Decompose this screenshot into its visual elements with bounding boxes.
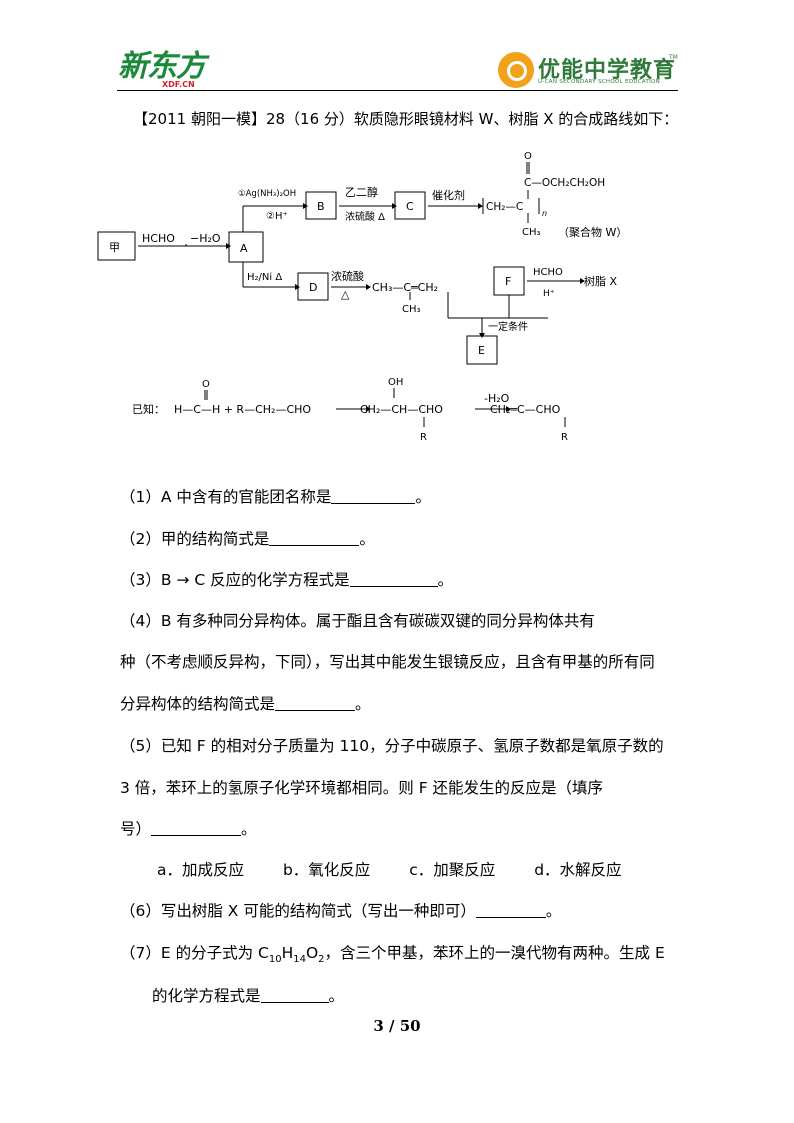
ucan-trademark: TM <box>669 54 678 61</box>
problem-intro: 【2011 朝阳一模】28（16 分）软质隐形眼镜材料 W、树脂 X 的合成路线… <box>133 110 679 128</box>
formula-sub-h: 14 <box>293 954 306 966</box>
label-minus-h2o: −H₂O <box>190 232 221 245</box>
known-label: 已知： <box>132 402 165 416</box>
option-a: a．加成反应 <box>157 861 244 879</box>
answer-blank-7[interactable] <box>260 987 329 1003</box>
option-d: d．水解反应 <box>534 861 622 879</box>
box-jia <box>97 231 136 261</box>
label-hcho: HCHO <box>142 232 175 245</box>
ucan-logo-text: 优能中学教育 <box>538 58 677 83</box>
poly-ch3: CH₃ <box>522 227 541 238</box>
page-number: 3 / 50 <box>373 1017 421 1035</box>
header-rule <box>117 90 678 91</box>
period-3: 。 <box>437 571 454 589</box>
label-step1: ①Ag(NH₃)₂OH <box>238 189 296 199</box>
question-2-text: （2）甲的结构简式是 <box>120 530 270 548</box>
answer-blank-2[interactable] <box>269 530 360 546</box>
known-r1: R <box>420 432 427 443</box>
answer-blank-5[interactable] <box>151 820 242 836</box>
label-a: A <box>240 242 248 255</box>
question-5-line-3-text: 号） <box>120 820 152 838</box>
period-4: 。 <box>355 695 371 713</box>
question-7-line-2: 的化学方程式是 。 <box>152 984 344 1006</box>
label-c: C <box>406 200 414 213</box>
xdf-logo-text: 新东方 <box>118 49 206 84</box>
question-4-line-3-text: 分异构体的结构简式是 <box>120 695 276 713</box>
formula-h: H <box>281 944 294 962</box>
ucan-logo: 优能中学教育 TM U-CAN SECONDARY SCHOOL EDUCATI… <box>498 52 678 88</box>
ucan-logo-english: U-CAN SECONDARY SCHOOL EDUCATION <box>538 79 661 85</box>
question-5-line-1: （5）已知 F 的相对分子质量为 110，分子中碳原子、氢原子数都是氧原子数的 <box>120 737 664 755</box>
formula-sub-c: 10 <box>268 954 282 966</box>
label-d: D <box>309 281 317 294</box>
label-resin-x: 树脂 X <box>584 274 617 288</box>
poly-o: O <box>524 151 532 162</box>
xdf-logo: 新东方 XDF.CN <box>118 49 206 90</box>
poly-chain: CH₂—C <box>486 201 523 213</box>
question-7-text-b: ，含三个甲基，苯环上的一溴代物有两种。生成 E <box>324 944 665 962</box>
period-6: 。 <box>545 902 562 920</box>
label-delta: △ <box>341 288 350 301</box>
label-alkene-ch3: CH₃ <box>402 304 421 315</box>
question-1-text: （1）A 中含有的官能团名称是 <box>120 488 332 506</box>
known-reactants: H—C—H + R—CH₂—CHO <box>174 403 311 416</box>
question-6-text: （6）写出树脂 X 可能的结构简式（写出一种即可） <box>120 902 476 920</box>
question-5-options: a．加成反应 b．氧化反应 c．加聚反应 d．水解反应 <box>157 858 656 880</box>
reaction-scheme-svg: 甲 HCHO −H₂O A B C D F E ①Ag(NH₃)₂OH ②H⁺ … <box>97 151 627 443</box>
label-e: E <box>478 344 485 357</box>
question-7-text-a: （7）E 的分子式为 C <box>120 944 269 962</box>
reaction-scheme: 甲 HCHO −H₂O A B C D F E ①Ag(NH₃)₂OH ②H⁺ … <box>90 140 690 464</box>
question-7-line-2-text: 的化学方程式是 <box>152 987 261 1005</box>
poly-label: （聚合物 W） <box>558 225 627 239</box>
formula-o: O <box>305 944 319 962</box>
period-1: 。 <box>415 488 431 506</box>
answer-blank-6[interactable] <box>475 902 546 918</box>
label-conc-h2so4: 浓硫酸 Δ <box>345 210 385 223</box>
ucan-badge-icon <box>498 52 534 88</box>
period-7: 。 <box>328 987 345 1005</box>
label-f: F <box>505 275 511 288</box>
question-4-line-1: （4）B 有多种同分异构体。属于酯且含有碳碳双键的同分异构体共有 <box>120 612 595 630</box>
question-1: （1）A 中含有的官能团名称是 。 <box>120 485 431 507</box>
poly-n: n <box>542 209 547 218</box>
label-glycol: 乙二醇 <box>345 185 378 199</box>
label-b: B <box>317 200 325 213</box>
question-4-line-3: 分异构体的结构简式是 。 <box>120 692 371 714</box>
known-minus-h2o: -H₂O <box>484 392 510 405</box>
period-5: 。 <box>241 820 257 838</box>
answer-blank-1[interactable] <box>331 488 416 504</box>
label-catalyst: 催化剂 <box>432 188 465 202</box>
label-h2ni: H₂/Ni Δ <box>247 272 282 283</box>
option-c: c．加聚反应 <box>409 861 496 879</box>
period-2: 。 <box>359 530 375 548</box>
label-f-hcho: HCHO <box>533 267 563 278</box>
label-step2: ②H⁺ <box>266 211 288 222</box>
known-r2: R <box>561 432 568 443</box>
known-o: O <box>202 379 210 390</box>
question-5-line-3: 号） 。 <box>120 817 257 839</box>
question-2: （2）甲的结构简式是 。 <box>120 527 375 549</box>
formula-sub-o: 2 <box>318 954 325 966</box>
label-conc-h2so4-b: 浓硫酸 <box>331 269 364 283</box>
known-oh: OH <box>388 377 403 388</box>
question-7-line-1: （7）E 的分子式为 C10H14O2，含三个甲基，苯环上的一溴代物有两种。生成… <box>120 941 665 965</box>
known-product: CH₂═C—CHO <box>490 403 561 416</box>
known-mid: CH₂—CH—CHO <box>360 403 443 416</box>
option-b: b．氧化反应 <box>282 861 371 879</box>
label-condition: 一定条件 <box>488 320 528 333</box>
question-3-text: （3）B → C 反应的化学方程式是 <box>120 571 350 589</box>
poly-ester: C—OCH₂CH₂OH <box>524 177 605 189</box>
question-5-line-2: 3 倍，苯环上的氢原子化学环境都相同。则 F 还能发生的反应是（填序 <box>120 779 604 797</box>
question-4-line-2: 种（不考虑顺反异构，下同），写出其中能发生银镜反应，且含有甲基的所有同 <box>120 653 655 671</box>
label-f-h: H⁺ <box>543 289 555 299</box>
question-3: （3）B → C 反应的化学方程式是 。 <box>120 568 453 590</box>
label-alkene: CH₃—C═CH₂ <box>372 281 438 294</box>
label-jia: 甲 <box>109 241 120 254</box>
question-6: （6）写出树脂 X 可能的结构简式（写出一种即可） 。 <box>120 899 561 921</box>
answer-blank-4[interactable] <box>275 695 356 711</box>
xdf-logo-url: XDF.CN <box>162 80 195 89</box>
answer-blank-3[interactable] <box>349 571 438 587</box>
